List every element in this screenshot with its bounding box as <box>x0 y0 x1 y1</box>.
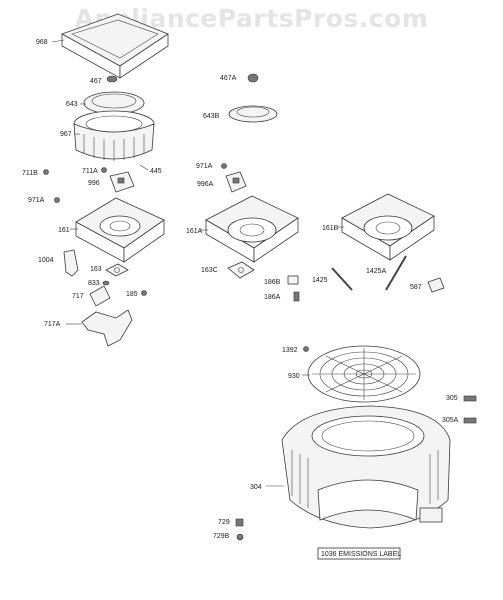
part-1425a-rod[interactable] <box>385 255 407 291</box>
label-729: 729 <box>218 519 230 526</box>
label-996a: 996A <box>197 181 214 188</box>
label-968: 968 <box>36 39 48 46</box>
label-1425a: 1425A <box>366 268 387 275</box>
part-186a-fitting[interactable] <box>293 291 300 302</box>
label-967: 967 <box>60 131 72 138</box>
label-717a: 717A <box>44 321 61 328</box>
label-711b: 711B <box>22 170 38 177</box>
label-467a: 467A <box>220 75 237 82</box>
part-587-clip[interactable] <box>427 277 445 293</box>
part-971a-bolt-mid[interactable] <box>221 163 227 169</box>
label-305a: 305A <box>442 417 459 424</box>
part-1004-link[interactable] <box>63 249 79 277</box>
part-711a-screw[interactable] <box>101 167 107 173</box>
part-971a-bolt-left[interactable] <box>54 197 60 203</box>
label-717: 717 <box>72 293 84 300</box>
label-161: 161 <box>58 227 70 234</box>
part-1036-emissions-label[interactable]: 1036 EMISSIONS LABEL <box>317 547 401 560</box>
part-163-gasket[interactable] <box>105 263 129 277</box>
label-587: 587 <box>410 284 422 291</box>
label-163c: 163C <box>201 267 218 274</box>
label-163: 163 <box>90 266 102 273</box>
part-185-nut[interactable] <box>141 290 147 296</box>
label-1392: 1392 <box>282 347 298 354</box>
part-305-bolt[interactable] <box>463 395 477 402</box>
part-717a-bracket[interactable] <box>81 309 133 347</box>
label-1004: 1004 <box>38 257 54 264</box>
part-930-grille[interactable] <box>307 345 421 403</box>
label-711a: 711A <box>82 168 98 175</box>
label-185: 185 <box>126 291 138 298</box>
part-186b-fitting[interactable] <box>287 275 299 285</box>
label-643: 643 <box>66 101 78 108</box>
part-717-bracket[interactable] <box>89 285 111 307</box>
label-833: 833 <box>88 280 100 287</box>
part-643b-pre-cleaner[interactable] <box>228 105 278 123</box>
label-971a-left: 971A <box>28 197 45 204</box>
label-1036: 1036 EMISSIONS LABEL <box>321 551 401 558</box>
part-967-air-filter[interactable] <box>73 110 155 161</box>
label-467: 467 <box>90 78 102 85</box>
part-729b-clip[interactable] <box>236 533 244 541</box>
label-1425: 1425 <box>312 277 328 284</box>
label-996: 996 <box>88 180 100 187</box>
part-711b-screw[interactable] <box>43 169 49 175</box>
part-1425-rod[interactable] <box>331 267 353 291</box>
label-729b: 729B <box>213 533 230 540</box>
part-729-clip[interactable] <box>235 518 244 527</box>
part-968-air-cleaner-cover[interactable] <box>61 13 169 79</box>
part-161-air-cleaner-base[interactable] <box>75 197 165 263</box>
label-161a: 161A <box>186 228 203 235</box>
part-467a-knob[interactable] <box>247 73 259 83</box>
part-996-bracket[interactable] <box>109 171 135 193</box>
part-163c-gasket[interactable] <box>227 261 255 279</box>
part-304-blower-housing[interactable] <box>281 405 451 529</box>
part-1392-screw[interactable] <box>303 346 309 352</box>
part-161a-air-cleaner-base[interactable] <box>205 195 299 263</box>
label-186b: 186B <box>264 279 281 286</box>
label-186a: 186A <box>264 294 281 301</box>
label-930: 930 <box>288 373 300 380</box>
label-445: 445 <box>150 168 162 175</box>
label-304: 304 <box>250 484 262 491</box>
label-971a-mid: 971A <box>196 163 213 170</box>
part-161b-air-cleaner-base[interactable] <box>341 193 435 261</box>
part-305a-bolt[interactable] <box>463 417 477 424</box>
part-467-knob[interactable] <box>106 75 118 83</box>
label-643b: 643B <box>203 113 220 120</box>
label-305: 305 <box>446 395 458 402</box>
part-833-fitting[interactable] <box>102 280 110 286</box>
label-161b: 161B <box>322 225 339 232</box>
part-996a-bracket[interactable] <box>225 171 247 193</box>
